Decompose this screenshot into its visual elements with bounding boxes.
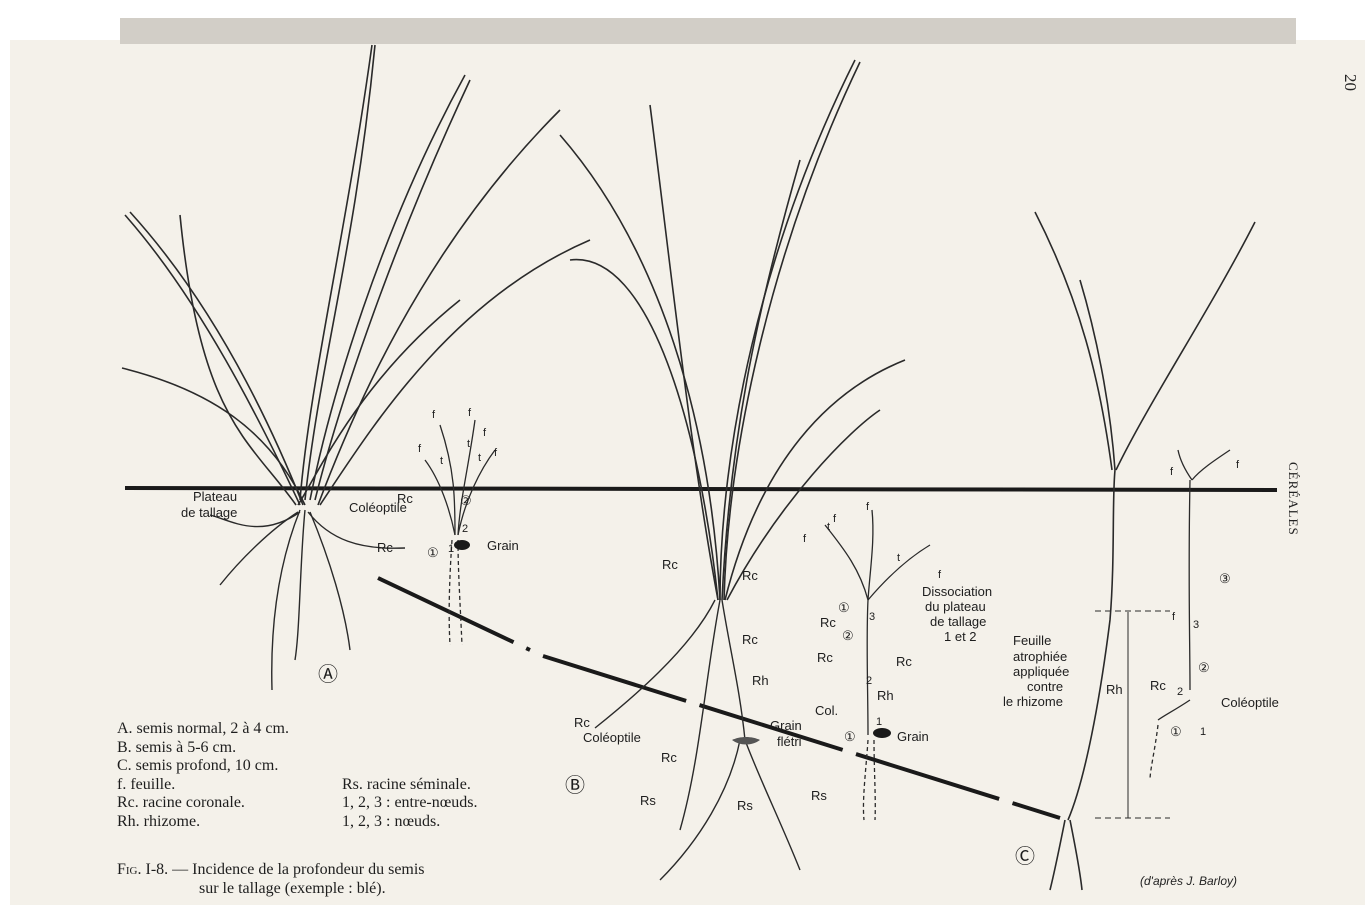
label-feuille-4: contre: [1027, 679, 1063, 694]
page-number: 20: [1340, 74, 1360, 94]
label-f-a4: f: [483, 427, 487, 439]
label-f-c2: f: [1236, 459, 1240, 471]
label-internode1-c: 1: [1200, 726, 1206, 738]
plant-b-withered-grain: [732, 737, 760, 745]
plant-b-leaves: [560, 60, 905, 600]
label-rs-b2: Rs: [737, 798, 753, 813]
label-f-a2: f: [432, 409, 436, 421]
plant-c-seedling: [1150, 450, 1230, 780]
legend-row: C. semis profond, 10 cm.: [117, 757, 478, 776]
mark-c: Ⓒ: [1015, 845, 1035, 868]
label-rc-b6: Rc: [820, 615, 836, 630]
label-dissociation-2: du plateau: [925, 599, 986, 614]
plant-a-grain: [454, 540, 470, 550]
label-internode3-c: 3: [1193, 619, 1199, 631]
running-head: CÉRÉALES: [1285, 462, 1301, 562]
label-rh-b: Rh: [752, 673, 769, 688]
label-rc-b8: Rc: [896, 654, 912, 669]
label-grain-a: Grain: [487, 538, 519, 553]
label-node2-b: ②: [842, 628, 854, 643]
label-f-b3: f: [866, 501, 870, 513]
legend-row: f. feuille.Rs. racine séminale.: [117, 776, 478, 795]
label-dissociation-3: de tallage: [930, 614, 986, 629]
label-node1-b1: ①: [838, 600, 850, 615]
label-f-a5: f: [494, 447, 498, 459]
mark-a: Ⓐ: [318, 663, 338, 686]
label-rh-c: Rh: [1106, 682, 1123, 697]
label-rc-b5: Rc: [661, 750, 677, 765]
label-t-b1: t: [827, 521, 830, 533]
label-f-b4: f: [938, 569, 942, 581]
label-rh-b2: Rh: [877, 688, 894, 703]
plant-a-seedling: [425, 420, 495, 645]
label-internode3-b: 3: [869, 611, 875, 623]
plant-a-roots: [210, 510, 405, 690]
label-rc-a2: Rc: [377, 540, 393, 555]
mark-b: Ⓑ: [565, 774, 585, 797]
label-f-a3: f: [468, 407, 472, 419]
label-t-a3: t: [478, 452, 481, 464]
legend-row: A. semis normal, 2 à 4 cm.: [117, 720, 478, 739]
label-dissociation-4: 1 et 2: [944, 629, 977, 644]
label-coleoptile-b: Coléoptile: [583, 730, 641, 745]
figure-legend: A. semis normal, 2 à 4 cm. B. semis à 5-…: [117, 720, 478, 831]
label-f-b2: f: [833, 513, 837, 525]
label-node1-a: ①: [427, 545, 439, 560]
label-node3-c: ③: [1219, 571, 1231, 586]
label-coleoptile-c: Coléoptile: [1221, 695, 1279, 710]
label-f-c3: f: [1172, 611, 1176, 623]
label-feuille-5: le rhizome: [1003, 694, 1063, 709]
label-de-tallage: de tallage: [181, 505, 237, 520]
label-internode2-a: 2: [462, 523, 468, 535]
label-node1-c: ①: [1170, 724, 1182, 739]
plant-c-shoot: [1035, 212, 1255, 890]
label-f-c1: f: [1170, 466, 1174, 478]
legend-row: B. semis à 5-6 cm.: [117, 739, 478, 758]
label-node2-c: ②: [1198, 660, 1210, 675]
label-feuille-2: atrophiée: [1013, 649, 1067, 664]
label-grain-fletri-2: flétri: [777, 734, 802, 749]
plant-b-grain: [873, 728, 891, 738]
label-node2-a: ②: [460, 493, 472, 508]
label-rs-b1: Rs: [640, 793, 656, 808]
label-node1-b2: ①: [844, 729, 856, 744]
label-internode1-a: 1: [448, 543, 454, 555]
label-rc-b2: Rc: [742, 568, 758, 583]
label-rs-b3: Rs: [811, 788, 827, 803]
caption-prefix: Fig. I-8.: [117, 861, 168, 878]
label-dissociation-1: Dissociation: [922, 584, 992, 599]
label-rc-b4: Rc: [574, 715, 590, 730]
label-rc-b1: Rc: [662, 557, 678, 572]
label-t-b2: t: [897, 552, 900, 564]
label-f-b1: f: [803, 533, 807, 545]
label-t-a1: t: [440, 455, 443, 467]
label-feuille-1: Feuille: [1013, 633, 1051, 648]
label-internode2-c: 2: [1177, 686, 1183, 698]
figure-caption: Fig. I-8. — Incidence de la profondeur d…: [117, 860, 425, 898]
label-rc-c: Rc: [1150, 678, 1166, 693]
label-internode1-b: 1: [876, 716, 882, 728]
label-grain-fletri-1: Grain: [770, 718, 802, 733]
caption-line-1: — Incidence de la profondeur du semis: [168, 861, 424, 878]
caption-line-2: sur le tallage (exemple : blé).: [117, 879, 425, 898]
label-rc-a1: Rc: [397, 491, 413, 506]
label-col-b: Col.: [815, 703, 838, 718]
label-rc-b7: Rc: [817, 650, 833, 665]
label-rc-b3: Rc: [742, 632, 758, 647]
label-t-a2: t: [467, 438, 470, 450]
label-internode2-b: 2: [866, 675, 872, 687]
figure-credit: (d'après J. Barloy): [1140, 874, 1237, 888]
label-f-a1: f: [418, 443, 422, 455]
label-plateau: Plateau: [193, 489, 237, 504]
legend-row: Rc. racine coronale.1, 2, 3 : entre-nœud…: [117, 794, 478, 813]
label-feuille-3: appliquée: [1013, 664, 1069, 679]
label-grain-b: Grain: [897, 729, 929, 744]
plant-a-leaves: [122, 45, 590, 505]
legend-row: Rh. rhizome.1, 2, 3 : nœuds.: [117, 813, 478, 832]
